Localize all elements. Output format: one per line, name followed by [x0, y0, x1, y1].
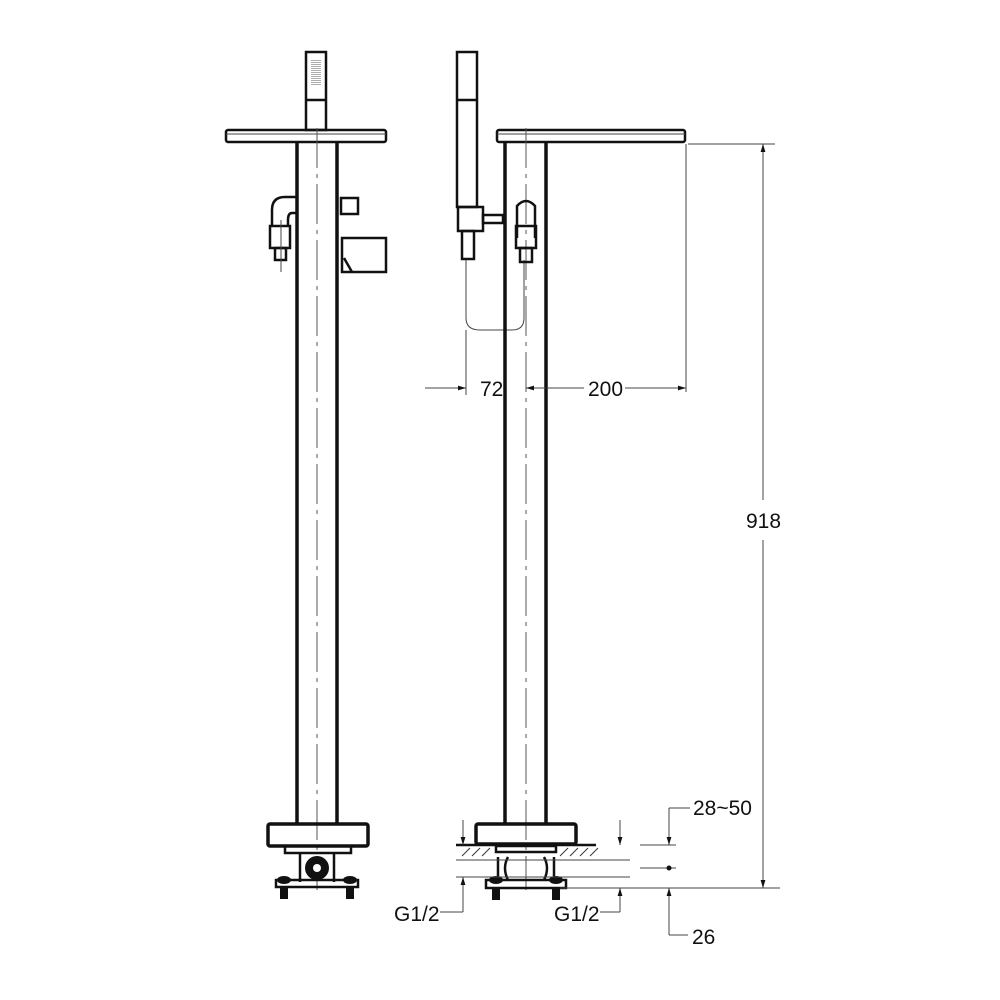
side-view [455, 50, 780, 900]
dim-200-label: 200 [588, 378, 623, 401]
dimension-right-inlet: G1/2 [554, 820, 623, 926]
lever-handle-side [514, 199, 538, 264]
dimension-72: 72 [425, 330, 546, 401]
floor-flange-front [266, 822, 370, 848]
dimension-200: 200 [548, 378, 686, 401]
dimension-28-50: 28~50 [640, 797, 752, 871]
lever-handle-front [340, 236, 388, 274]
mounting-bolts-side [489, 876, 563, 900]
dimension-left-inlet: G1/2 [394, 820, 466, 926]
dim-918-label: 918 [746, 510, 781, 533]
inlet-left-label: G1/2 [394, 903, 440, 926]
dim-26-label: 26 [692, 926, 715, 949]
diverter-knob-front [339, 196, 360, 216]
inlet-connectors-side [496, 856, 556, 881]
spray-nozzles-icon [311, 60, 321, 86]
hose-outlet-front [268, 195, 297, 272]
front-view [224, 50, 388, 899]
dimension-26: 26 [666, 888, 715, 949]
dim-72-label: 72 [480, 378, 503, 401]
floor-hatch [461, 847, 599, 857]
dimension-918: 918 [688, 143, 781, 888]
handshower-side [455, 50, 525, 331]
mounting-bolts-front [277, 876, 357, 899]
spout-plate-front [224, 128, 388, 144]
spout-plate-side [495, 128, 687, 144]
handshower-head-front [304, 50, 328, 132]
inlet-right-label: G1/2 [554, 903, 600, 926]
dim-28-50-label: 28~50 [693, 797, 752, 820]
